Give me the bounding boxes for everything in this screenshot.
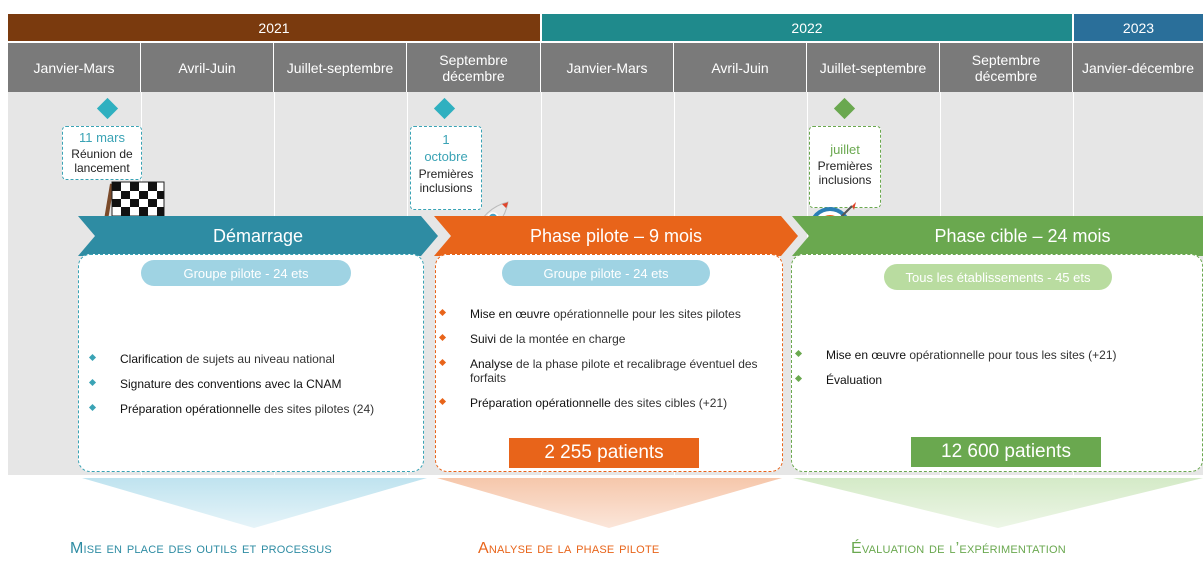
year-label: 2022 bbox=[791, 19, 823, 36]
checkered-flag-icon bbox=[100, 181, 165, 245]
phase-card-pilote bbox=[435, 254, 783, 472]
phase-item-list: Clarification de sujets au niveau nation… bbox=[88, 352, 420, 427]
list-item: Analyse de la phase pilote et recalibrag… bbox=[438, 357, 780, 385]
outcome-funnel bbox=[793, 478, 1203, 528]
phase-card-cible bbox=[791, 254, 1203, 472]
item-text: de la phase pilote et recalibrage éventu… bbox=[470, 357, 758, 385]
bullet-icon bbox=[794, 374, 803, 383]
outcome-label: Mise en place des outils et processus bbox=[70, 540, 332, 557]
list-item: Signature des conventions avec la CNAM bbox=[88, 377, 420, 391]
bullet-icon bbox=[438, 397, 447, 406]
item-bold: Signature des conventions avec la CNAM bbox=[120, 377, 342, 391]
list-item: Évaluation bbox=[794, 373, 1196, 387]
quarter-header: Juillet-septembre bbox=[274, 43, 407, 92]
bullet-icon bbox=[438, 358, 447, 367]
outcome-funnel bbox=[437, 478, 782, 528]
milestone-text: Premières inclusions bbox=[817, 159, 873, 187]
item-bold: Mise en œuvre bbox=[470, 307, 551, 321]
phase-item-list: Mise en œuvre opérationnelle pour tous l… bbox=[794, 348, 1196, 398]
list-item: Préparation opérationnelle des sites pil… bbox=[88, 402, 420, 416]
phase-banner-cible bbox=[792, 216, 1203, 256]
milestone-box: juillet Premières inclusions bbox=[809, 126, 881, 208]
bullet-icon bbox=[88, 403, 97, 412]
year-label: 2021 bbox=[258, 19, 290, 36]
phase-item-list: Mise en œuvre opérationnelle pour les si… bbox=[438, 307, 780, 421]
item-bold: Clarification bbox=[120, 352, 183, 366]
item-bold: Suivi bbox=[470, 332, 497, 346]
item-text: de la montée en charge bbox=[496, 332, 626, 346]
bullet-icon bbox=[88, 378, 97, 387]
outcome-label: Analyse de la phase pilote bbox=[478, 540, 660, 557]
quarter-header: Juillet-septembre bbox=[807, 43, 940, 92]
milestone-text: Premières inclusions bbox=[418, 167, 474, 195]
group-pill: Tous les établissements - 45 ets bbox=[884, 264, 1112, 290]
bullet-icon bbox=[438, 333, 447, 342]
list-item: Mise en œuvre opérationnelle pour les si… bbox=[438, 307, 780, 321]
quarter-header: Avril-Juin bbox=[674, 43, 807, 92]
list-item: Suivi de la montée en charge bbox=[438, 332, 780, 346]
year-2023: 2023 bbox=[1074, 14, 1203, 41]
year-label: 2023 bbox=[1122, 19, 1155, 36]
outcome-funnel bbox=[82, 478, 427, 528]
item-text: des sites pilotes (24) bbox=[260, 402, 375, 416]
phase-title: Phase pilote – 9 mois bbox=[529, 225, 703, 246]
milestone-date: 1 octobre bbox=[424, 132, 468, 164]
milestone-text: Réunion de lancement bbox=[71, 147, 133, 175]
quarter-header: Janvier-Mars bbox=[8, 43, 141, 92]
phase-banner-pilote bbox=[434, 216, 798, 256]
phase-title: Phase cible – 24 mois bbox=[934, 225, 1111, 246]
group-pill: Groupe pilote - 24 ets bbox=[141, 260, 351, 286]
quarter-header: Septembre décembre bbox=[407, 43, 541, 92]
list-item: Mise en œuvre opérationnelle pour tous l… bbox=[794, 348, 1196, 362]
quarter-header: Janvier-décembre bbox=[1073, 43, 1203, 92]
patients-count: 2 255 patients bbox=[509, 438, 699, 468]
item-bold: Mise en œuvre bbox=[826, 348, 907, 362]
item-bold: Préparation opérationnelle bbox=[470, 396, 611, 410]
milestone-box: 11 mars Réunion de lancement bbox=[62, 126, 142, 180]
quarter-header: Janvier-Mars bbox=[541, 43, 674, 92]
bullet-icon bbox=[438, 308, 447, 317]
milestone-date: 11 mars bbox=[79, 130, 125, 145]
outcome-label: Évaluation de l’expérimentation bbox=[851, 540, 1066, 557]
year-2021: 2021 bbox=[8, 14, 540, 41]
patients-count: 12 600 patients bbox=[911, 437, 1101, 467]
group-pill: Groupe pilote - 24 ets bbox=[502, 260, 710, 286]
list-item: Clarification de sujets au niveau nation… bbox=[88, 352, 420, 366]
milestone-date: juillet bbox=[830, 142, 860, 157]
item-bold: Préparation opérationnelle bbox=[120, 402, 261, 416]
list-item: Préparation opérationnelle des sites cib… bbox=[438, 396, 780, 410]
item-text: des sites cibles (+21) bbox=[610, 396, 728, 410]
bullet-icon bbox=[794, 349, 803, 358]
bullet-icon bbox=[88, 353, 97, 362]
milestone-box: 1 octobre Premières inclusions bbox=[410, 126, 482, 210]
item-text: opérationnelle pour tous les sites (+21) bbox=[906, 348, 1117, 362]
quarter-header: Septembre décembre bbox=[940, 43, 1073, 92]
item-text: opérationnelle pour les sites pilotes bbox=[550, 307, 741, 321]
phase-banner-demarrage bbox=[78, 216, 438, 256]
item-bold: Analyse bbox=[470, 357, 513, 371]
phase-title: Démarrage bbox=[212, 225, 304, 246]
quarter-header: Avril-Juin bbox=[141, 43, 274, 92]
item-bold: Évaluation bbox=[826, 373, 883, 387]
item-text: de sujets au niveau national bbox=[182, 352, 335, 366]
phase-card-demarrage bbox=[78, 254, 424, 472]
year-2022: 2022 bbox=[542, 14, 1072, 41]
